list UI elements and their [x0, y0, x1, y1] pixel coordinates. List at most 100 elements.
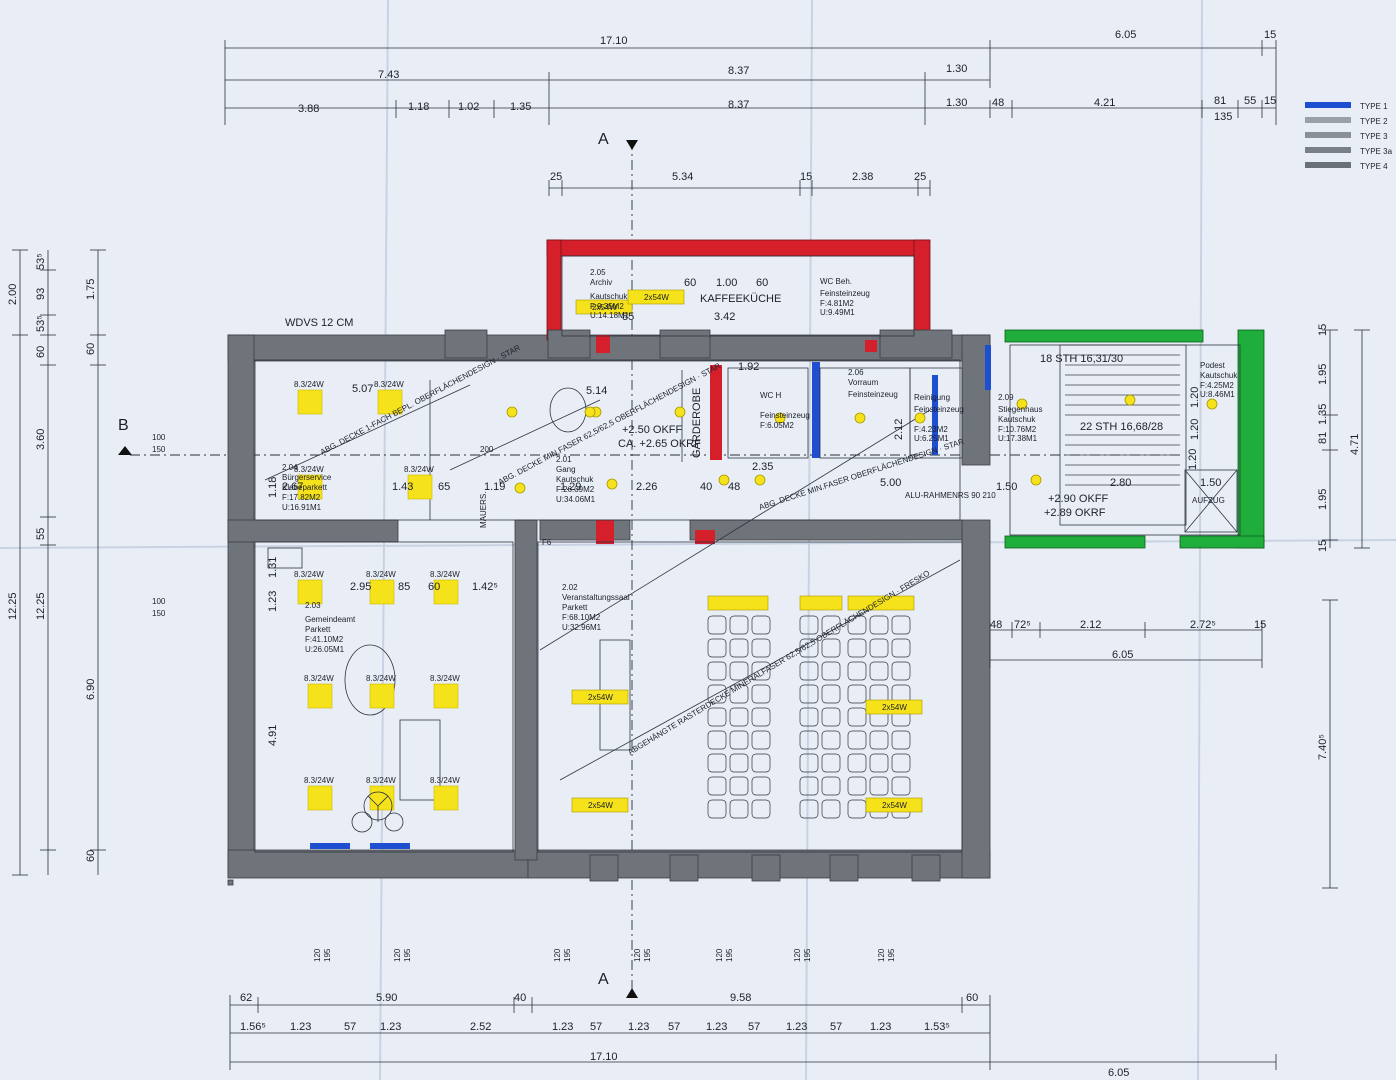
dim-top-row3-3: 1.02	[458, 101, 479, 113]
light-fixture-square	[297, 579, 323, 605]
inner-dim-23: 85	[622, 311, 634, 323]
east-dim-6: 6.05	[1112, 649, 1133, 661]
left-dimensions: 2.00 12.25 53⁵ 93 53⁵ 60 3.60 55 12.25 6…	[7, 249, 279, 876]
bottom-row2-dim: 1.23	[290, 1021, 311, 1033]
section-lines: A A B	[118, 131, 1180, 1000]
bottom-row2-dim: 1.23	[870, 1021, 891, 1033]
chair	[707, 707, 727, 727]
bottom-dim-east: 6.05	[1108, 1067, 1129, 1079]
inner-dim-22: 3.42	[714, 311, 735, 323]
chair	[729, 661, 749, 681]
plant-icon	[351, 791, 404, 833]
dim-left-outer-2: 12.25	[7, 592, 19, 620]
dim-left-inner-3: 1.18	[267, 477, 279, 498]
dim-left-outer-1: 2.00	[7, 284, 19, 305]
dim-stair-1: 1.20	[1189, 387, 1201, 408]
chair	[821, 776, 841, 796]
chair	[869, 615, 889, 635]
room-wc-beh-name: WC Beh.	[820, 277, 852, 286]
room-veranstaltungssaal: 2.02 Veranstaltungssaal Parkett F:68.10M…	[562, 583, 630, 632]
room-podest-floor: Kautschuk	[1200, 371, 1238, 380]
chair	[821, 753, 841, 773]
sill-label: 120	[633, 948, 642, 962]
section-label-a-bottom: A	[598, 971, 609, 988]
light-strip-label: 2x54W	[588, 801, 613, 810]
legend-label-type2: TYPE 2	[1360, 117, 1388, 126]
light-fixture-square	[297, 389, 323, 415]
dim-left-inner-5: 1.23	[267, 591, 279, 612]
bottom-row2-dim: 57	[748, 1021, 760, 1033]
dim-top-row3-9: 81	[1214, 95, 1226, 107]
room-stiegenhaus-floor: Kautschuk	[998, 415, 1036, 424]
section-label-a-top: A	[598, 131, 609, 148]
sill-label: 120	[553, 948, 562, 962]
dim-top-row2-c: 1.30	[946, 63, 967, 75]
legend: TYPE 1 TYPE 2 TYPE 3 TYPE 3a TYPE 4	[1305, 102, 1393, 171]
room-gemeindeamt-area: F:41.10M2	[305, 635, 344, 644]
room-reinigung: Reinigung Feinsteinzeug F:4.23M2 U:6.25M…	[914, 393, 964, 443]
chair	[751, 799, 771, 819]
east-dim-5: 15	[1254, 619, 1266, 631]
dim-stair-2: 1.20	[1189, 419, 1201, 440]
room-wc-beh: WC Beh. Feinsteinzeug F:4.81M2 U:9.49M1	[820, 277, 870, 317]
room-gang-name: Gang	[556, 465, 576, 474]
light-fixture-square	[377, 389, 403, 415]
light-fixture-square	[297, 474, 323, 500]
room-gemeindeamt-name: Gemeindeamt	[305, 615, 356, 624]
level-stair-okrf: +2.89 OKRF	[1044, 507, 1106, 519]
dim-kitchen-4: 2.38	[852, 171, 873, 183]
top-dimensions: 17.10 6.05 15 7.43 8.37 1.30 3.88 1.18 1…	[224, 29, 1277, 196]
chair	[869, 730, 889, 750]
hall-seating	[707, 595, 915, 819]
inner-dim-15: 2.95	[350, 581, 371, 593]
east-dim-3: 2.12	[1080, 619, 1101, 631]
light-fixture-label: 8.3/24W	[294, 570, 324, 579]
legend-label-type3a: TYPE 3a	[1360, 147, 1393, 156]
chair	[799, 615, 819, 635]
chair	[751, 615, 771, 635]
right-dimensions: 15 1.95 81 1.35 4.71 1.95 15 7.40⁵ 1.20 …	[1189, 324, 1370, 889]
chair	[847, 707, 867, 727]
room-reinigung-floor: Feinsteinzeug	[914, 405, 964, 414]
inner-dim-10: 48	[728, 481, 740, 493]
inner-dim-11: 2.35	[752, 461, 773, 473]
dim-top-row3-8: 4.21	[1094, 97, 1115, 109]
light-fixture-label: 8.3/24W	[366, 570, 396, 579]
dim-top-row3-5: 8.37	[728, 99, 749, 111]
room-wc-beh-area: F:4.81M2	[820, 299, 854, 308]
sill-label: 120	[715, 948, 724, 962]
chair	[707, 684, 727, 704]
room-vorraum-floor: Feinsteinzeug	[848, 390, 898, 399]
inner-dim-1: 5.07	[352, 383, 373, 395]
room-gemeindeamt-floor: Parkett	[305, 625, 331, 634]
chair	[847, 638, 867, 658]
legend-swatch-type2	[1305, 117, 1351, 123]
light-fixture-strip	[571, 797, 629, 813]
inner-dimensions: 5.07 5.14 2.67 1.43 65 1.19 1.29 2.26 40…	[282, 277, 1199, 593]
light-fixture-square	[307, 683, 333, 709]
east-dim-1: 48	[990, 619, 1002, 631]
light-fixture-strip	[575, 299, 633, 315]
sill-label: 120	[877, 948, 886, 962]
inner-dim-4: 1.43	[392, 481, 413, 493]
light-fixture-strip	[865, 797, 923, 813]
dim-left-mid-6: 55	[35, 528, 47, 540]
chair	[751, 638, 771, 658]
chair	[799, 799, 819, 819]
downlight	[584, 406, 596, 418]
dim-right-3: 81	[1317, 432, 1329, 444]
dim-right-8: 7.40⁵	[1317, 734, 1329, 760]
dim-top-row2-b: 8.37	[728, 65, 749, 77]
light-strip-label: 2x54W	[882, 801, 907, 810]
sill-label: 195	[725, 948, 734, 962]
ceiling-note-gang: ABG. DECKE MIN.FASER 62,5/62,5 OBERFLÄCH…	[497, 361, 723, 487]
inner-dim-13: 1.50	[996, 481, 1017, 493]
dim-right-1: 15	[1317, 324, 1329, 336]
sill-label: 195	[887, 948, 896, 962]
room-stiegenhaus-perimeter: U:17.38M1	[998, 434, 1038, 443]
room-podest-area: F:4.25M2	[1200, 381, 1234, 390]
downlight	[774, 412, 786, 424]
room-kaffeekueche: KAFFEEKÜCHE	[700, 293, 781, 305]
window-label-b-100: 100	[152, 433, 166, 442]
